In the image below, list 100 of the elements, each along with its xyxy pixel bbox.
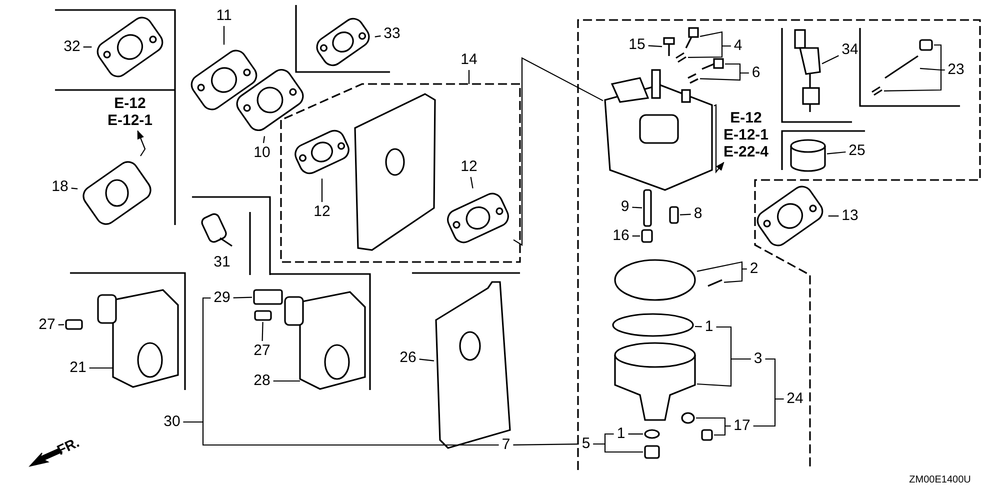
callout-number: 1	[704, 319, 714, 335]
jet-drawing	[641, 229, 653, 243]
choke-bracket-drawing	[284, 291, 366, 390]
spacer-drawing	[254, 310, 272, 321]
reference-code: E-12 E-12-1 E-22-4	[722, 110, 770, 160]
callout-number: 2	[748, 261, 760, 277]
callout-number: 33	[382, 26, 402, 42]
callout-number: 13	[840, 208, 860, 224]
washer-drawing	[681, 412, 695, 424]
callout-number: 26	[398, 350, 418, 366]
leader-line	[648, 45, 662, 48]
callout-number: 29	[212, 290, 232, 306]
callout-number: 30	[162, 414, 182, 430]
leader-line	[262, 322, 264, 342]
callout-number: 16	[612, 228, 630, 244]
leader-line	[513, 444, 579, 446]
callout-number: 27	[38, 317, 56, 333]
jet-drawing	[643, 189, 652, 227]
leader-line	[71, 188, 78, 190]
callout-number: 7	[500, 437, 512, 453]
callout-number: 21	[68, 360, 88, 376]
leader-line	[822, 55, 839, 64]
callout-number: 24	[786, 391, 804, 407]
leader-line	[321, 178, 323, 202]
callout-number: 8	[692, 206, 704, 222]
leader-line	[233, 296, 252, 298]
lever-drawing	[794, 29, 821, 112]
spring-drawing	[675, 52, 687, 63]
callout-number: 3	[752, 351, 764, 367]
screw-drawing	[663, 37, 675, 56]
leader-line	[714, 425, 731, 436]
callout-number: 12	[460, 159, 478, 175]
callout-number: 17	[732, 418, 752, 434]
leader-line	[374, 35, 381, 38]
leader-line	[628, 433, 643, 435]
reference-arrow	[714, 104, 724, 174]
callout-number: 14	[460, 52, 478, 68]
leader-line	[468, 70, 470, 84]
callout-number: 34	[840, 42, 860, 58]
leader-line	[513, 57, 604, 246]
callout-number: 25	[848, 143, 866, 159]
leader-line	[273, 380, 301, 382]
pin-drawing	[708, 279, 722, 287]
washer-drawing	[644, 429, 660, 439]
leader-line	[470, 176, 474, 188]
callout-number: 9	[620, 199, 630, 215]
callout-number: 28	[252, 373, 272, 389]
carburetor-drawing	[604, 69, 713, 191]
leader-line	[632, 206, 642, 208]
bolt-drawing	[701, 429, 713, 441]
callout-number: 15	[628, 37, 646, 53]
leader-line	[724, 268, 747, 283]
float-chamber-drawing	[614, 342, 696, 421]
leader-line	[593, 443, 643, 453]
float-drawing	[614, 259, 696, 301]
screw-drawing	[702, 58, 724, 70]
jet-drawing	[669, 206, 679, 224]
cap-drawing	[790, 139, 826, 172]
o-ring-drawing	[612, 313, 694, 337]
leader-line	[58, 324, 64, 326]
screw-drawing	[685, 27, 699, 48]
needle-drawing	[884, 55, 918, 79]
leader-line	[826, 151, 846, 154]
spacer-drawing	[65, 319, 83, 330]
leader-line	[83, 46, 92, 48]
callout-number: 12	[312, 204, 332, 220]
leader-line	[680, 214, 691, 216]
reference-arrow	[137, 130, 146, 156]
reference-code: E-12 E-12-1	[106, 95, 154, 129]
leader-line	[223, 26, 225, 45]
bolt-drawing	[644, 445, 660, 459]
leader-line	[89, 367, 114, 369]
leader-line	[828, 215, 839, 217]
callout-number: 11	[215, 8, 233, 24]
drawing-code: ZM00E1400U	[909, 474, 971, 486]
callout-number: 10	[252, 145, 272, 161]
callout-number: 18	[50, 179, 70, 195]
cap-drawing	[919, 39, 933, 51]
leader-line	[688, 45, 731, 58]
leader-line	[632, 235, 640, 237]
callout-number: 4	[732, 38, 744, 54]
callout-number: 27	[252, 343, 272, 359]
leader-line	[419, 358, 434, 362]
leader-line	[753, 398, 784, 427]
leader-line	[700, 72, 749, 81]
callout-number: 23	[946, 62, 966, 78]
collar-drawing	[253, 289, 283, 305]
callout-number: 5	[580, 436, 592, 452]
callout-number: 32	[62, 39, 82, 55]
leader-line	[183, 421, 499, 446]
leader-line	[694, 326, 702, 328]
heat-shield-drawing	[435, 281, 511, 449]
spring-drawing	[687, 73, 699, 84]
choke-bracket-drawing	[97, 289, 179, 388]
leader-line	[262, 136, 266, 144]
leader-line	[696, 358, 751, 387]
callout-number: 31	[214, 254, 230, 270]
callout-number: 6	[750, 65, 762, 81]
spring-drawing	[871, 86, 883, 96]
leader-line	[884, 69, 945, 92]
